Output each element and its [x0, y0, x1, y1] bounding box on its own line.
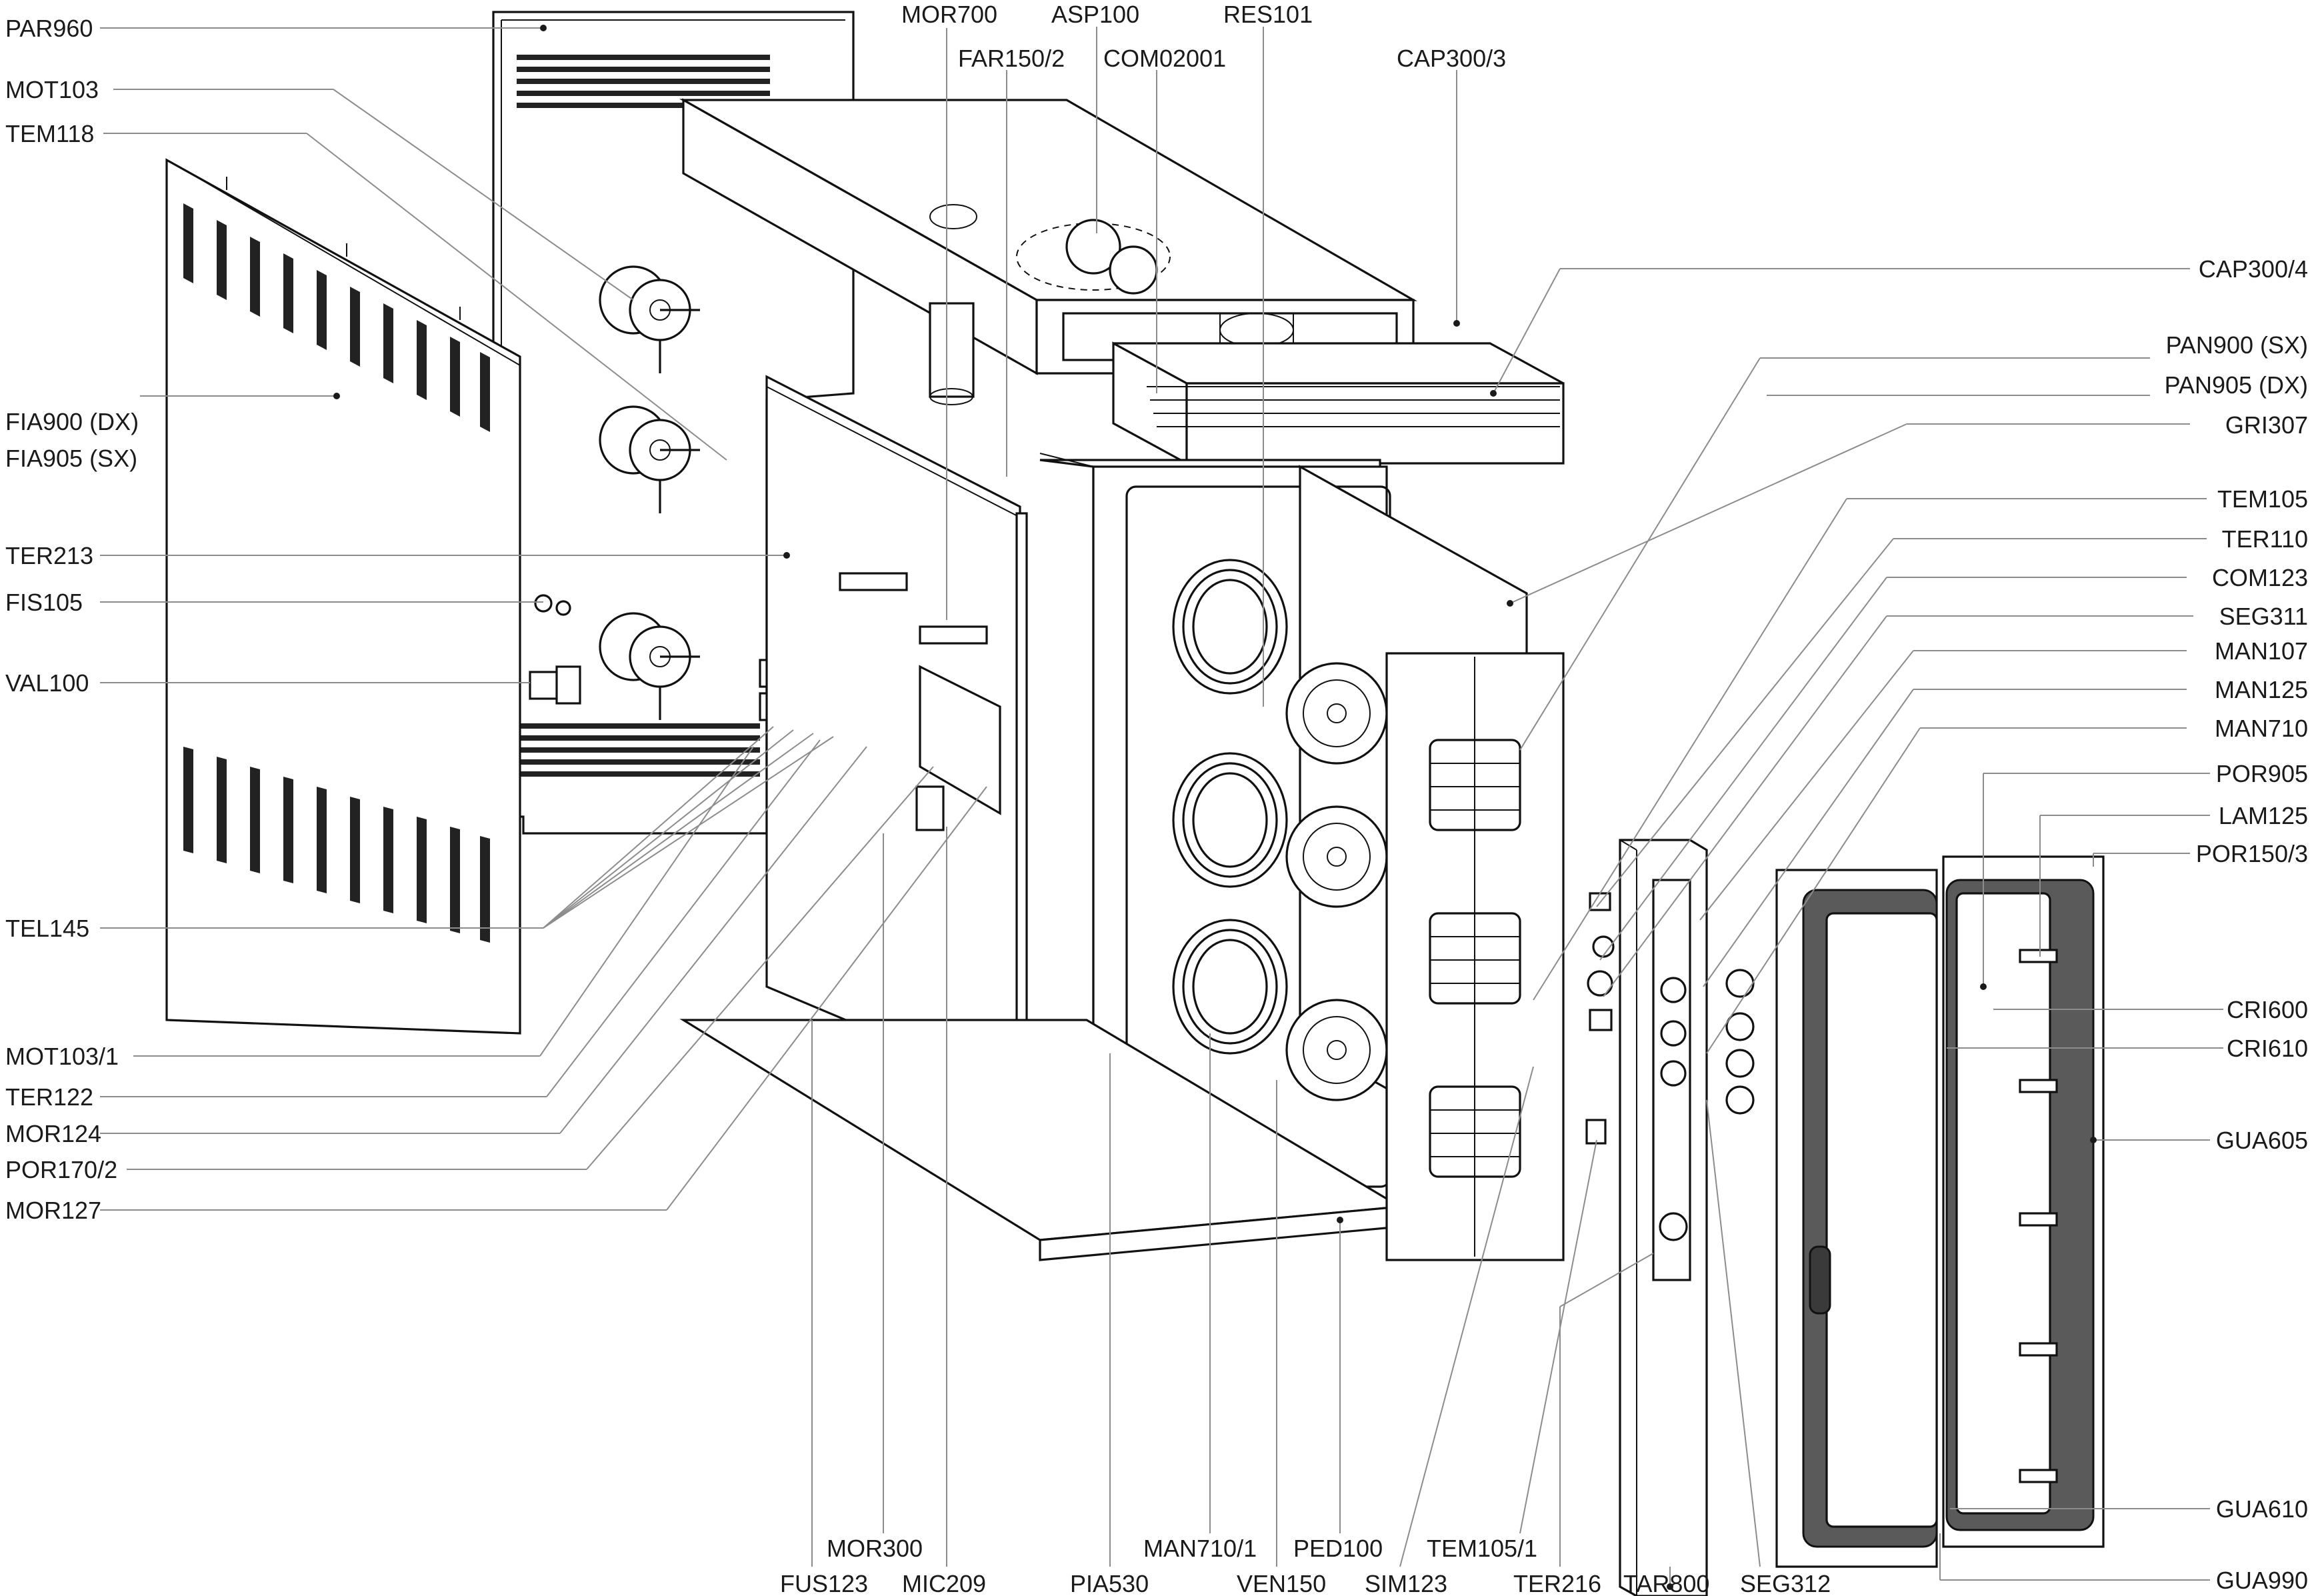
- label-sim123: SIM123: [1365, 1570, 1447, 1596]
- label-man710-1: MAN710/1: [1143, 1535, 1257, 1562]
- label-asp100: ASP100: [1051, 1, 1139, 28]
- label-mor300: MOR300: [827, 1535, 923, 1562]
- label-far150-2: FAR150/2: [958, 45, 1065, 72]
- label-ter122: TER122: [5, 1083, 93, 1111]
- circuit-board: [919, 665, 1001, 815]
- label-fia905: FIA905 (SX): [5, 445, 137, 472]
- label-com02001: COM02001: [1103, 45, 1226, 72]
- switch-components: [1585, 892, 1615, 1145]
- label-pan900: PAN900 (SX): [2166, 331, 2308, 359]
- label-man107: MAN107: [2215, 637, 2308, 665]
- label-ter213: TER213: [5, 542, 93, 569]
- label-gua610: GUA610: [2216, 1495, 2308, 1523]
- bottom-plate: [679, 1019, 1404, 1261]
- oven-door: [1775, 869, 1938, 1568]
- label-mot103-1: MOT103/1: [5, 1043, 119, 1070]
- label-tar800: TAR800: [1623, 1570, 1709, 1596]
- label-tel145: TEL145: [5, 915, 89, 942]
- front-hood: [1112, 341, 1565, 465]
- label-por150-3: POR150/3: [2196, 840, 2308, 867]
- fan-2: [1285, 805, 1388, 908]
- mic209-fuse: [915, 785, 945, 831]
- callout-dots: [333, 25, 2097, 1590]
- back-panel-lower-vents: [520, 723, 760, 777]
- label-por905: POR905: [2216, 760, 2308, 787]
- label-pia530: PIA530: [1070, 1570, 1149, 1596]
- label-cri610: CRI610: [2227, 1035, 2308, 1062]
- label-val100: VAL100: [5, 669, 89, 697]
- knobs: [1725, 969, 1755, 1115]
- label-gua605: GUA605: [2216, 1127, 2308, 1154]
- fis105-fitting: [534, 594, 571, 616]
- side-panel-lower-vents: [183, 747, 490, 943]
- val100-valve: [529, 665, 581, 705]
- label-res101: RES101: [1223, 1, 1313, 28]
- label-mic209: MIC209: [902, 1570, 986, 1596]
- label-tem118: TEM118: [5, 120, 94, 147]
- label-lam125: LAM125: [2219, 802, 2308, 829]
- side-panel: [165, 158, 521, 1035]
- heating-element-3: [1172, 919, 1288, 1055]
- label-seg312: SEG312: [1740, 1570, 1831, 1596]
- motor-middle: [599, 405, 700, 513]
- label-man710: MAN710: [2215, 715, 2308, 742]
- label-tem105: TEM105: [2217, 485, 2308, 513]
- label-cri600: CRI600: [2227, 996, 2308, 1023]
- chimney-pipe: [929, 302, 975, 405]
- label-seg311: SEG311: [2219, 603, 2308, 630]
- heating-element-2: [1172, 752, 1288, 888]
- label-fus123: FUS123: [780, 1570, 868, 1596]
- control-column: [1619, 839, 1708, 1596]
- label-mor124: MOR124: [5, 1120, 101, 1147]
- label-fis105: FIS105: [5, 589, 83, 616]
- back-panel-upper-vents: [517, 55, 770, 108]
- label-mor700: MOR700: [901, 1, 997, 28]
- label-par960: PAR960: [5, 15, 93, 42]
- label-man125: MAN125: [2215, 676, 2308, 703]
- label-pan905: PAN905 (DX): [2165, 371, 2308, 399]
- fan-guard-3: [1429, 1085, 1521, 1178]
- label-gri307: GRI307: [2225, 411, 2308, 439]
- part-labels: PAR960 MOT103 TEM118 FIA900 (DX) FIA905 …: [5, 1, 2308, 1596]
- heating-element-1: [1172, 559, 1288, 695]
- label-mot103: MOT103: [5, 76, 99, 103]
- lamps: [2019, 949, 2058, 1483]
- label-ven150: VEN150: [1237, 1570, 1326, 1596]
- fan-3: [1285, 999, 1388, 1101]
- front-panel: [1385, 652, 1565, 1261]
- label-tem105-1: TEM105/1: [1427, 1535, 1537, 1562]
- fan-guard-2: [1429, 912, 1521, 1005]
- terminal-strip-2: [919, 625, 988, 645]
- leader-lines: [100, 27, 2223, 1587]
- parts-drawing: [165, 11, 2105, 1596]
- label-fia900: FIA900 (DX): [5, 408, 139, 435]
- fan-guard-1: [1429, 739, 1521, 831]
- side-panel-upper-vents: [183, 203, 490, 432]
- label-ter216: TER216: [1513, 1570, 1601, 1596]
- control-panel-housing: [765, 375, 1028, 1128]
- label-por170-2: POR170/2: [5, 1156, 117, 1183]
- label-com123: COM123: [2212, 564, 2308, 591]
- label-ter110: TER110: [2222, 525, 2308, 553]
- label-cap300-3: CAP300/3: [1397, 45, 1506, 72]
- label-ped100: PED100: [1293, 1535, 1383, 1562]
- label-gua990: GUA990: [2216, 1567, 2308, 1594]
- label-cap300-4: CAP300/4: [2199, 255, 2308, 283]
- fan-1: [1285, 662, 1388, 765]
- label-mor127: MOR127: [5, 1197, 101, 1224]
- motor-lower: [599, 612, 700, 720]
- terminal-strip-1: [839, 572, 908, 591]
